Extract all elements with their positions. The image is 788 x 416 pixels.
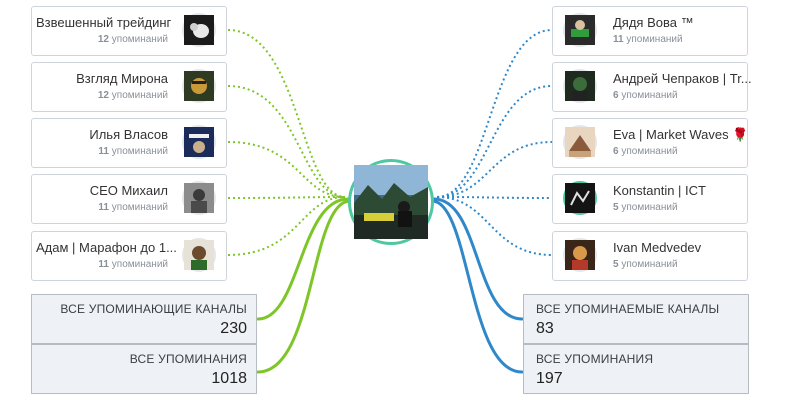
mention-count: 5 упоминаний (613, 202, 678, 213)
channel-name: Eva | Market Waves 🌹 (613, 127, 749, 142)
channel-photo-icon (354, 165, 428, 239)
connector-left-3 (227, 141, 346, 198)
connector-right-1 (436, 29, 553, 198)
avatar-icon (563, 13, 597, 47)
mentioning-channel-card[interactable]: Взвешенный трейдинг 12 упоминаний (31, 6, 227, 56)
avatar-icon (563, 125, 597, 159)
connector-left-4 (227, 196, 346, 199)
left-dotted-connectors (227, 29, 346, 256)
avatar-icon (182, 125, 216, 159)
channel-name: Взвешенный трейдинг (36, 15, 172, 30)
stat-label: ВСЕ УПОМИНАЕМЫЕ КАНАЛЫ (536, 302, 720, 316)
mention-count: 12 упоминаний (97, 34, 168, 45)
connector-right-4 (436, 196, 553, 199)
mentioning-channel-card[interactable]: Адам | Марафон до 1... 11 упоминаний (31, 231, 227, 281)
mentioning-channel-card[interactable]: Илья Власов 11 упоминаний (31, 118, 227, 168)
mention-count: 5 упоминаний (613, 259, 678, 270)
stat-value: 1018 (211, 370, 247, 387)
connector-left-1 (227, 29, 346, 198)
stat-label: ВСЕ УПОМИНАЮЩИЕ КАНАЛЫ (60, 302, 247, 316)
avatar-icon (563, 69, 597, 103)
mention-count: 6 упоминаний (613, 90, 678, 101)
all-mentioning-channels-stat[interactable]: ВСЕ УПОМИНАЮЩИЕ КАНАЛЫ 230 (31, 294, 257, 344)
connector-right-2 (436, 85, 553, 198)
channel-name: Илья Власов (89, 127, 168, 142)
right-solid-connectors (430, 197, 524, 374)
connector-left-5 (227, 196, 346, 256)
connector-left-2 (227, 85, 346, 198)
channel-name: Андрей Чепраков | Tr... (613, 71, 752, 86)
channel-name: CEO Михаил (89, 183, 168, 198)
mentioning-channel-card[interactable]: Взгляд Мирона 12 упоминаний (31, 62, 227, 112)
avatar-icon (182, 181, 216, 215)
connector-right-stat-1 (432, 197, 524, 321)
mention-count: 11 упоминаний (98, 259, 168, 270)
mention-count: 12 упоминаний (97, 90, 168, 101)
connector-left-stat-2 (256, 199, 352, 374)
mentioned-channel-card[interactable]: Konstantin | ICT 5 упоминаний (552, 174, 748, 224)
channel-name: Адам | Марафон до 1... (36, 240, 177, 255)
channel-name: Konstantin | ICT (613, 183, 706, 198)
mentioned-channel-card[interactable]: Дядя Вова ™ 11 упоминаний (552, 6, 748, 56)
left-solid-connectors (256, 197, 352, 374)
connector-right-3 (436, 141, 553, 198)
mention-count: 11 упоминаний (98, 202, 168, 213)
stat-value: 83 (536, 320, 554, 337)
connector-left-stat-1 (256, 197, 350, 321)
connector-right-stat-2 (430, 199, 524, 374)
current-channel-avatar[interactable] (348, 159, 434, 245)
stat-label: ВСЕ УПОМИНАНИЯ (536, 352, 654, 366)
connector-right-5 (436, 196, 553, 256)
all-mentions-stat[interactable]: ВСЕ УПОМИНАНИЯ 197 (523, 344, 749, 394)
avatar-icon (182, 69, 216, 103)
avatar-icon (182, 13, 216, 47)
mention-count: 11 упоминаний (613, 34, 683, 45)
stat-label: ВСЕ УПОМИНАНИЯ (129, 352, 247, 366)
stat-value: 197 (536, 370, 563, 387)
mentioned-channel-card[interactable]: Андрей Чепраков | Tr... 6 упоминаний (552, 62, 752, 112)
stat-value: 230 (220, 320, 247, 337)
mentioned-channel-card[interactable]: Eva | Market Waves 🌹 6 упоминаний (552, 118, 748, 168)
all-mentioned-channels-stat[interactable]: ВСЕ УПОМИНАЕМЫЕ КАНАЛЫ 83 (523, 294, 749, 344)
mention-count: 6 упоминаний (613, 146, 678, 157)
channel-name: Взгляд Мирона (76, 71, 168, 86)
all-mentions-stat[interactable]: ВСЕ УПОМИНАНИЯ 1018 (31, 344, 257, 394)
avatar-icon (182, 238, 216, 272)
avatar-icon (563, 238, 597, 272)
avatar-icon (563, 181, 597, 215)
channel-name: Ivan Medvedev (613, 240, 702, 255)
mentioned-channel-card[interactable]: Ivan Medvedev 5 упоминаний (552, 231, 748, 281)
right-dotted-connectors (436, 29, 553, 256)
channel-name: Дядя Вова ™ (613, 15, 694, 30)
mention-count: 11 упоминаний (98, 146, 168, 157)
mentioning-channel-card[interactable]: CEO Михаил 11 упоминаний (31, 174, 227, 224)
